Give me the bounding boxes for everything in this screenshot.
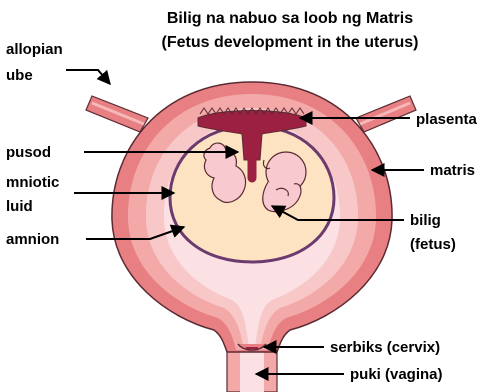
amniotic-label-line-2: luid: [6, 198, 33, 215]
uterus-label: matris: [430, 162, 475, 179]
umbilical-label: pusod: [6, 144, 51, 161]
fallopian-tube-left: [86, 96, 148, 132]
label-fallopian-tube: allopian ube: [6, 41, 110, 84]
fetus-label-line-1: bilig: [410, 212, 441, 229]
fallopian-arrow: [66, 70, 110, 84]
label-vagina: puki (vagina): [256, 366, 443, 383]
amniotic-label-line-1: mniotic: [6, 174, 59, 191]
cervix-label: serbiks (cervix): [330, 339, 440, 356]
fetus-label-line-2: (fetus): [410, 236, 456, 253]
title-line-1: Bilig na nabuo sa loob ng Matris: [167, 10, 413, 27]
label-cervix: serbiks (cervix): [264, 339, 440, 356]
fallopian-label-line-1: allopian: [6, 41, 63, 58]
placenta-label: plasenta: [416, 111, 478, 128]
label-uterus: matris: [372, 162, 475, 179]
fallopian-label-line-2: ube: [6, 67, 33, 84]
amnion-label: amnion: [6, 231, 59, 248]
fallopian-tube-right: [356, 96, 416, 132]
title-line-2: (Fetus development in the uterus): [162, 34, 419, 51]
vagina-label: puki (vagina): [350, 366, 443, 383]
